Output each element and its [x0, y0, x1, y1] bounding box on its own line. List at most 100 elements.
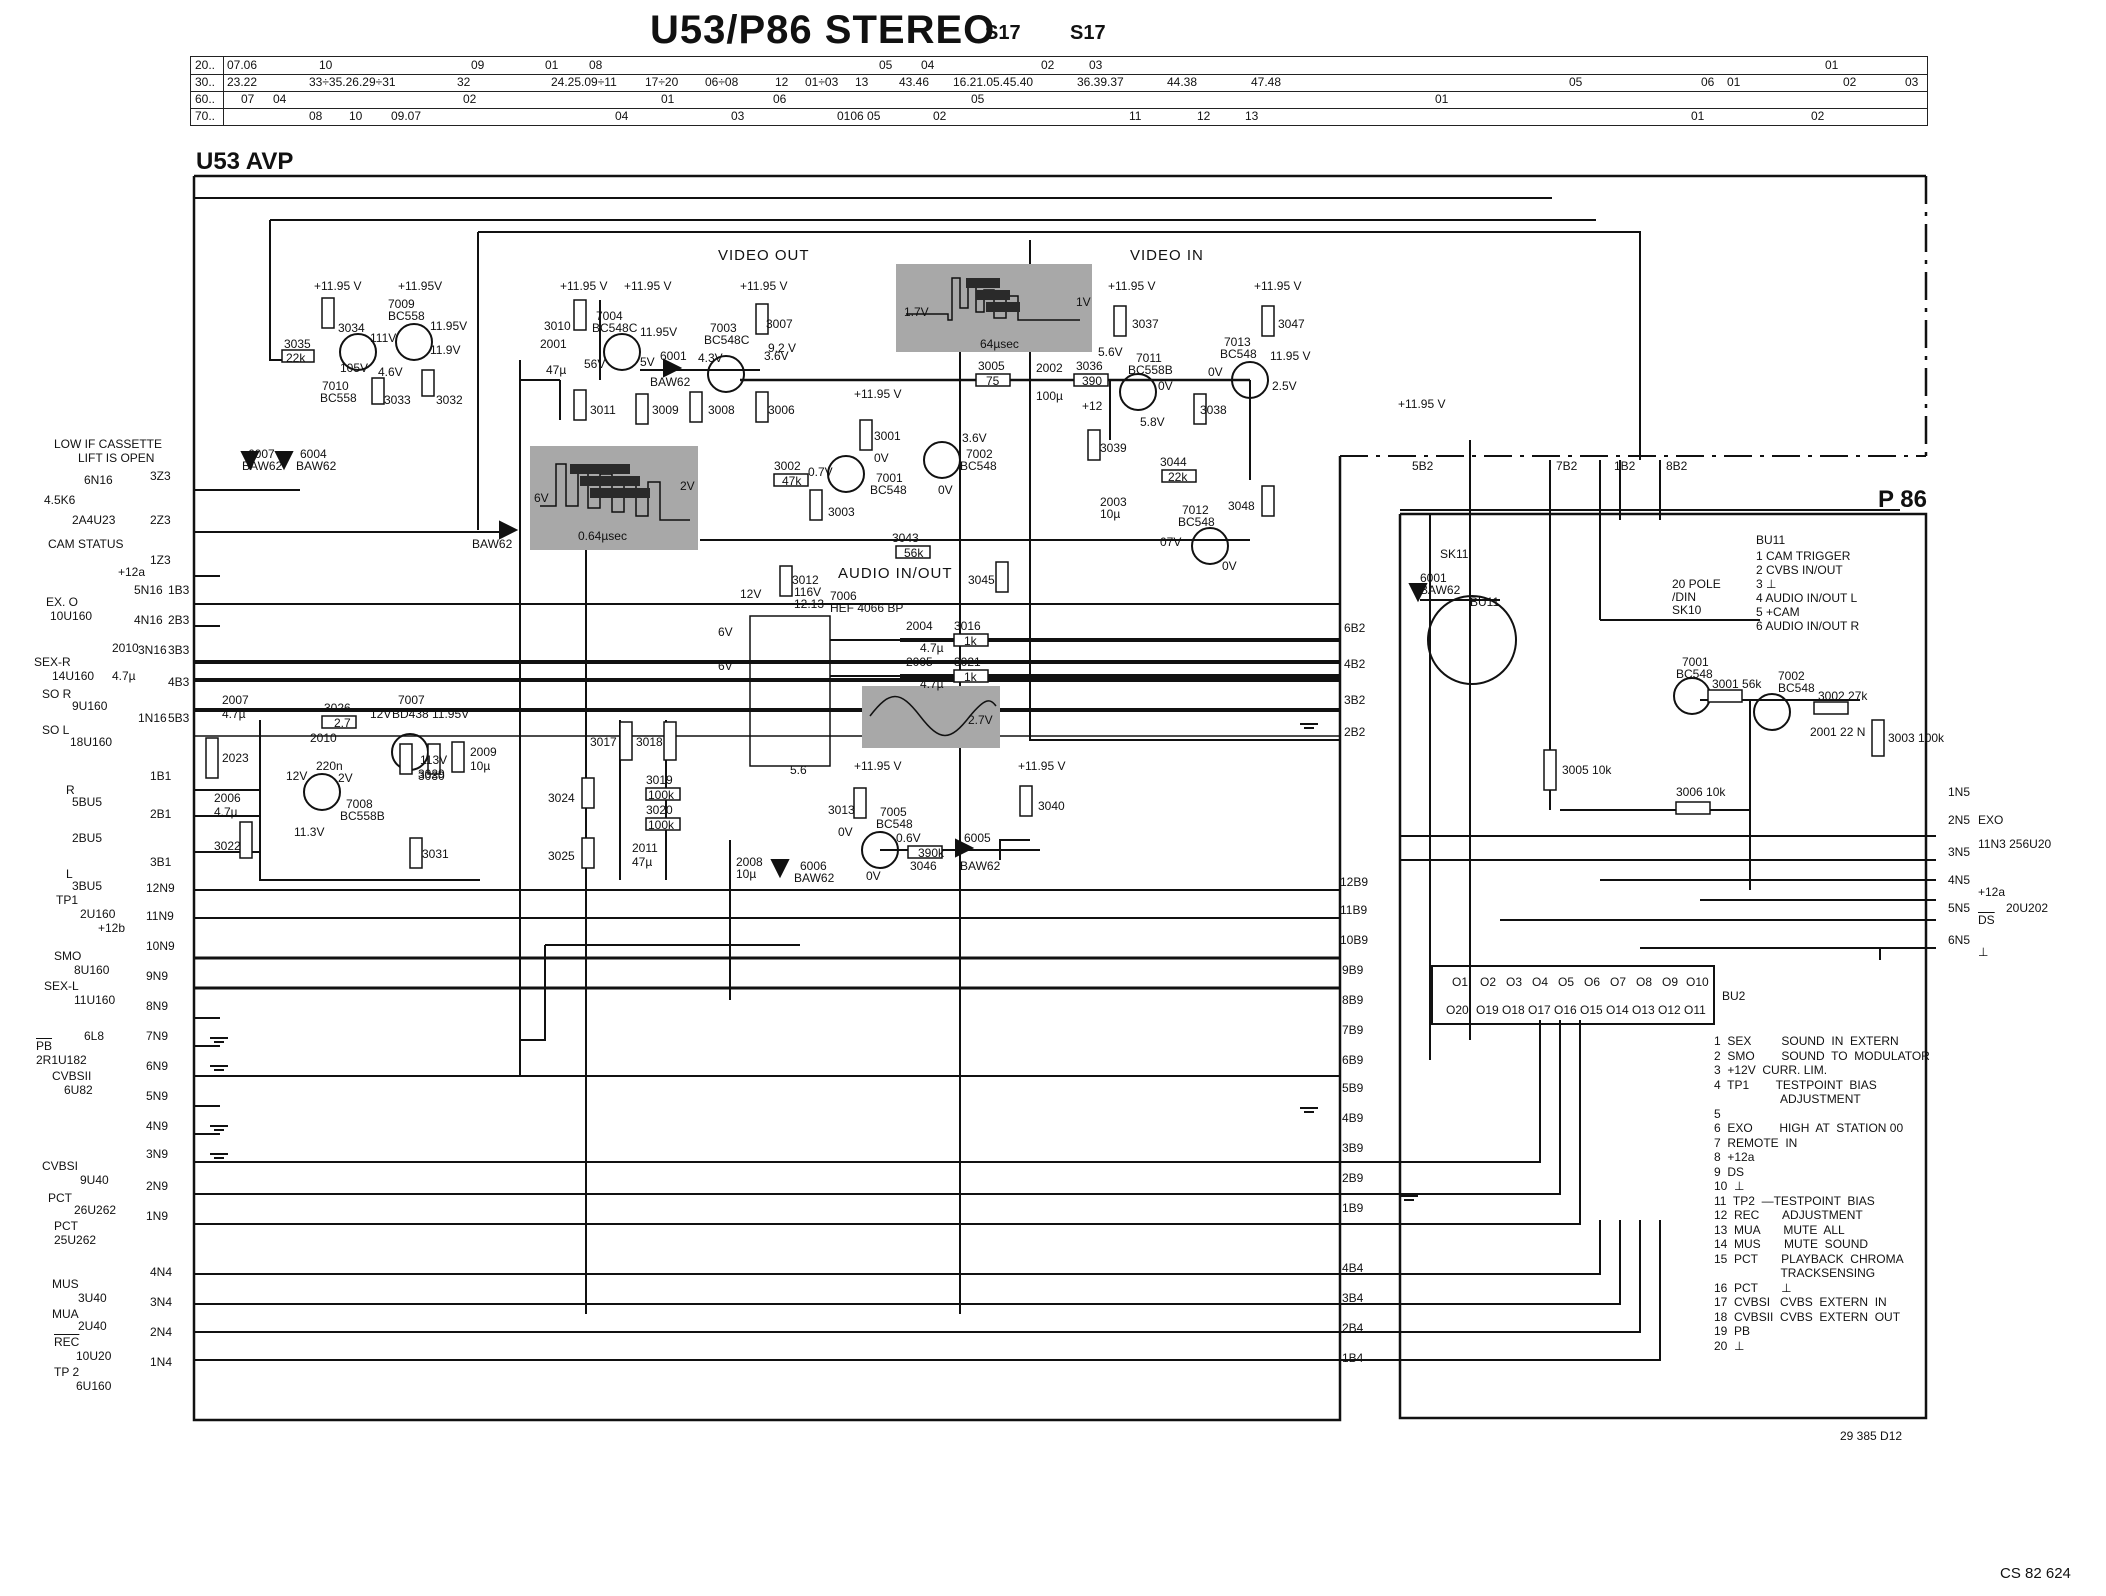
r3017-ref: 3017	[590, 735, 617, 749]
pin-2b3: 2B3	[168, 613, 190, 627]
t7009-type: BC558	[388, 309, 425, 323]
pin-3z3: 3Z3	[150, 469, 171, 483]
volt-12-13: 12.13	[794, 597, 825, 611]
volt-4-3: 4.3V	[698, 351, 723, 365]
connector-mus: MUS	[52, 1277, 79, 1291]
pin-3b9: 3B9	[1342, 1141, 1364, 1155]
r3046-val: 390k	[918, 846, 945, 860]
connector-pct-2: PCT	[54, 1219, 78, 1233]
pin-3n4: 3N4	[150, 1295, 173, 1309]
r3019-val: 100k	[648, 788, 675, 802]
c2001-ref: 2001	[540, 337, 567, 351]
volt-5-6-b: 5.6	[790, 763, 807, 777]
r3036-ref: 3036	[1076, 359, 1103, 373]
p86-c2001: 2001 22 N	[1810, 725, 1866, 739]
sheet-tag-2: S17	[1070, 22, 1106, 44]
pin-1b4: 1B4	[1342, 1351, 1364, 1365]
bu11-legend-1: 1 CAM TRIGGER	[1756, 549, 1851, 563]
wf3-amplitude: 2.7V	[968, 713, 993, 727]
c2003-val: 10µ	[1100, 507, 1121, 521]
wf1-level: 6V	[534, 491, 549, 505]
bu2-pin-16: O16	[1554, 1003, 1577, 1017]
bu2-pin-6: O6	[1584, 975, 1601, 989]
right-label-exo: EXO	[1978, 813, 2004, 827]
c2007-val: 4.7µ	[222, 707, 246, 721]
ref-2bu5: 2BU5	[72, 831, 103, 845]
connector-sex-l: SEX-L	[44, 979, 79, 993]
r3002-val: 47k	[782, 474, 802, 488]
bu2-pin-1: O1	[1452, 975, 1469, 989]
pin-9b9: 9B9	[1342, 963, 1364, 977]
pin-10b9: 10B9	[1340, 933, 1369, 947]
t7010-id: 7010	[322, 379, 349, 393]
right-label-ds: DS	[1978, 913, 1995, 927]
pin-2n4: 2N4	[150, 1325, 173, 1339]
volt-0-d: 0V	[874, 451, 889, 465]
pin-3b4: 3B4	[1342, 1291, 1364, 1305]
supply-label-3: +11.95 V	[560, 279, 608, 293]
connector-tp1: TP1	[56, 893, 79, 907]
right-pin-3n5: 3N5	[1948, 845, 1971, 859]
video-in-label: VIDEO IN	[1130, 247, 1204, 264]
t7002-type: BC548	[960, 459, 997, 473]
waveform-inset-3	[862, 686, 1000, 748]
supply-label-10: +11.95 V	[1018, 759, 1066, 773]
volt-2: 2V	[338, 771, 353, 785]
r3016-val: 1k	[964, 634, 977, 648]
r3044-ref: 3044	[1160, 455, 1187, 469]
bu2-pin-17: O17	[1528, 1003, 1551, 1017]
connector-ex-o: EX. O	[46, 595, 79, 609]
r3016-ref: 3016	[954, 619, 981, 633]
bu2-pin-2: O2	[1480, 975, 1497, 989]
pin-1z3: 1Z3	[150, 553, 171, 567]
u53-block-label: U53 AVP	[196, 148, 294, 175]
supply-label-1: +11.95 V	[314, 279, 362, 293]
t7007-id: 7007	[398, 693, 425, 707]
c2002-ref: 2002	[1036, 361, 1063, 375]
t7007-type: BD438	[392, 707, 429, 721]
t7003-type: BC548C	[704, 333, 750, 347]
r3031-ref: 3031	[422, 847, 449, 861]
volt-6-a: 6V	[718, 625, 733, 639]
r3035-ref: 3035	[284, 337, 311, 351]
right-pin-6n5: 6N5	[1948, 933, 1971, 947]
r3043-val: 56k	[904, 546, 924, 560]
supply-label-2: +11.95V	[398, 279, 443, 293]
pin-6l8: 6L8	[84, 1029, 105, 1043]
c2010-val: 220n	[316, 759, 343, 773]
r3006-ref: 3006	[768, 403, 795, 417]
bu2-pin-4: O4	[1532, 975, 1549, 989]
r3012-ref: 3012	[792, 573, 819, 587]
pin-9n9: 9N9	[146, 969, 169, 983]
r3048-ref: 3048	[1228, 499, 1255, 513]
t7002-id: 7002	[966, 447, 993, 461]
p86-r3003: 3003 100k	[1888, 731, 1945, 745]
ref-10u160: 10U160	[50, 609, 93, 623]
connector-cvbs2: CVBSII	[52, 1069, 92, 1083]
volt-11-3: 11.3V	[294, 825, 325, 839]
sheet-tag-1: S17	[985, 22, 1021, 44]
pin-2b9: 2B9	[1342, 1171, 1364, 1185]
volt-11-9: 11.9V	[430, 343, 461, 357]
pin-5n9: 5N9	[146, 1089, 169, 1103]
c2005-val: 4.7µ	[920, 677, 944, 691]
connector-pct-1: PCT	[48, 1191, 72, 1205]
r3045-ref: 3045	[968, 573, 995, 587]
bu11-legend-5: 5 +CAM	[1756, 605, 1800, 619]
t7011-id: 7011	[1136, 351, 1162, 365]
wf2-amplitude: 1V	[1076, 295, 1091, 309]
r3021-val: 1k	[964, 670, 977, 684]
c2001-val: 47µ	[546, 363, 567, 377]
bu11-legend-3: 3 ⊥	[1756, 577, 1777, 591]
r3002-ref: 3002	[774, 459, 801, 473]
c2009-ref: 2009	[470, 745, 497, 759]
t7009-id: 7009	[388, 297, 415, 311]
bu2-pin-9: O9	[1662, 975, 1679, 989]
connector-pb: PB	[36, 1039, 53, 1053]
volt-07: 07V	[1160, 535, 1182, 549]
ref-6u160: 6U160	[76, 1379, 112, 1393]
pin-5l2: 6N16	[84, 473, 113, 487]
page-code: CS 82 624	[2000, 1565, 2071, 1582]
pin-6b9: 6B9	[1342, 1053, 1364, 1067]
volt-56: 56V	[584, 357, 606, 371]
